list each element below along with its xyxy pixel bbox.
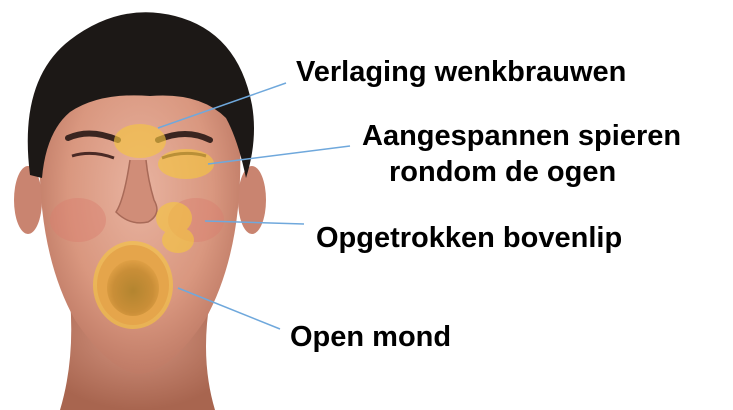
brow-highlight xyxy=(114,124,166,158)
mouth-highlight xyxy=(93,241,173,329)
upper-lip-highlight-2 xyxy=(162,227,194,253)
label-tense-eye-muscles-line2: rondom de ogen xyxy=(389,158,616,187)
eye-highlight xyxy=(158,149,214,179)
left-cheek xyxy=(50,198,106,242)
label-open-mouth: Open mond xyxy=(290,323,451,352)
label-tense-eye-muscles-line1: Aangespannen spieren xyxy=(362,122,681,151)
label-raised-upper-lip: Opgetrokken bovenlip xyxy=(316,224,622,253)
right-ear xyxy=(238,166,266,234)
label-lowered-eyebrows: Verlaging wenkbrauwen xyxy=(296,58,626,87)
